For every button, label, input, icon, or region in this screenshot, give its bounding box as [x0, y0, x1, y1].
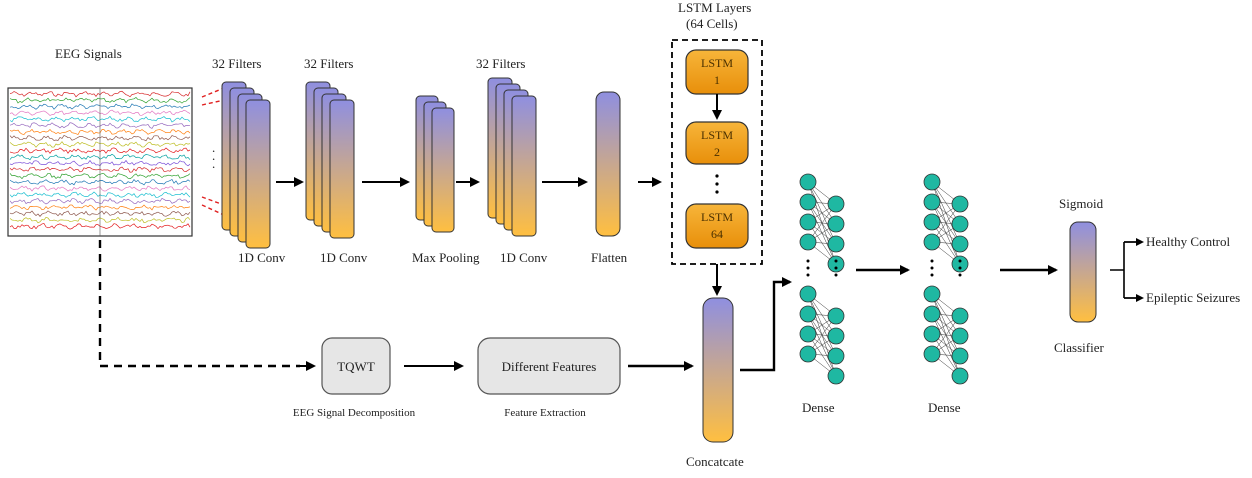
dense-neuron: [799, 213, 817, 231]
lstm-cell-1: LSTM 1: [685, 49, 749, 95]
dense-neuron: [799, 173, 817, 191]
flatten-label: Flatten: [591, 250, 628, 265]
dense-neuron: [923, 305, 941, 323]
tqwt-box: [321, 337, 391, 395]
dense-neuron: [827, 215, 845, 233]
different-features-box: [477, 337, 621, 395]
dense-neuron: [799, 285, 817, 303]
dense-neuron: [951, 347, 969, 365]
ellipsis-dots: [806, 273, 810, 277]
different-features-label: Different Features: [502, 359, 597, 374]
conv-block-1: [221, 81, 271, 249]
ellipsis-dots: .: [212, 140, 215, 155]
filters-label-1: 32 Filters: [212, 56, 261, 71]
filters-label-2: 32 Filters: [304, 56, 353, 71]
ellipsis-dots: [834, 273, 838, 277]
dense-network-1: [799, 173, 845, 385]
conv-label-1: 1D Conv: [238, 250, 286, 265]
flatten-layer: [595, 91, 621, 237]
lstm-cell-1-index: 1: [714, 73, 720, 87]
ellipsis-dots: [715, 174, 719, 194]
dense-neuron: [951, 367, 969, 385]
dense-neuron: [951, 235, 969, 253]
filters-label-3: 32 Filters: [476, 56, 525, 71]
max-pooling-block: [415, 95, 455, 233]
ellipsis-dots: [958, 266, 962, 270]
dense-neuron: [827, 307, 845, 325]
ellipsis-dots: [806, 259, 810, 263]
dense-neuron: [827, 255, 845, 273]
eeg-decomposition-label: EEG Signal Decomposition: [293, 407, 416, 419]
dense-neuron: [951, 195, 969, 213]
dense-neuron: [951, 215, 969, 233]
dense-neuron: [827, 195, 845, 213]
ellipsis-dots: [834, 266, 838, 270]
dense-neuron: [923, 173, 941, 191]
lstm-cell-2-index: 2: [714, 145, 720, 159]
dense-neuron: [827, 235, 845, 253]
dense-neuron: [799, 233, 817, 251]
max-pooling-label: Max Pooling: [412, 250, 480, 265]
dense-neuron: [923, 233, 941, 251]
lstm-cell-2-title: LSTM: [701, 128, 733, 142]
lstm-layers-container: [671, 39, 763, 265]
dense-neuron: [827, 367, 845, 385]
ellipsis-dots: [930, 266, 934, 270]
lstm-cell-64-index: 64: [711, 227, 723, 241]
tqwt-label: TQWT: [337, 359, 375, 374]
lstm-title-line2: (64 Cells): [686, 16, 738, 31]
sigmoid-label: Sigmoid: [1059, 196, 1104, 211]
lstm-cell-64: LSTM 64: [685, 203, 749, 249]
eeg-signals-panel: [7, 87, 193, 237]
feature-extraction-label: Feature Extraction: [504, 407, 586, 419]
lstm-cell-1-title: LSTM: [701, 56, 733, 70]
dense-network-2: [923, 173, 969, 385]
lstm-title-line1: LSTM Layers: [678, 0, 751, 15]
ellipsis-dots: .: [212, 156, 215, 171]
ellipsis-dots: [958, 273, 962, 277]
dense-neuron: [827, 347, 845, 365]
dense-neuron: [799, 325, 817, 343]
dense-neuron: [799, 345, 817, 363]
output-split-lines: [1110, 241, 1140, 299]
dense-neuron: [923, 325, 941, 343]
concatenate-layer: [702, 297, 734, 443]
sigmoid-layer: [1069, 221, 1097, 323]
dashed-decomposition-path: [98, 240, 300, 368]
conv-block-3: [487, 77, 537, 237]
dense-neuron: [923, 285, 941, 303]
conv-label-3: 1D Conv: [500, 250, 548, 265]
eeg-signals-label: EEG Signals: [55, 46, 122, 61]
dense-neuron: [799, 193, 817, 211]
dense-neuron: [827, 327, 845, 345]
dense-neuron: [799, 305, 817, 323]
classifier-label: Classifier: [1054, 340, 1104, 355]
lstm-cell-64-title: LSTM: [701, 210, 733, 224]
dense-neuron: [923, 345, 941, 363]
ellipsis-dots: [834, 259, 838, 263]
conv-label-2: 1D Conv: [320, 250, 368, 265]
ellipsis-dots: [930, 273, 934, 277]
ellipsis-dots: .: [212, 148, 215, 163]
concatenate-label: Concatcate: [686, 454, 744, 469]
ellipsis-dots: [958, 259, 962, 263]
dense-neuron: [951, 255, 969, 273]
conv-block-2: [305, 81, 355, 239]
ellipsis-dots: [806, 266, 810, 270]
lstm-cell-2: LSTM 2: [685, 121, 749, 165]
healthy-control-label: Healthy Control: [1146, 234, 1231, 249]
dense-neuron: [923, 213, 941, 231]
dense-label-1: Dense: [802, 400, 835, 415]
epileptic-seizures-label: Epileptic Seizures: [1146, 290, 1240, 305]
dense-neuron: [951, 307, 969, 325]
eeg-traces: [9, 88, 191, 236]
ellipsis-dots: [930, 259, 934, 263]
arrow: [740, 277, 792, 372]
receptive-field-connectors: [201, 87, 225, 216]
dense-neuron: [951, 327, 969, 345]
dense-neuron: [923, 193, 941, 211]
dense-label-2: Dense: [928, 400, 961, 415]
